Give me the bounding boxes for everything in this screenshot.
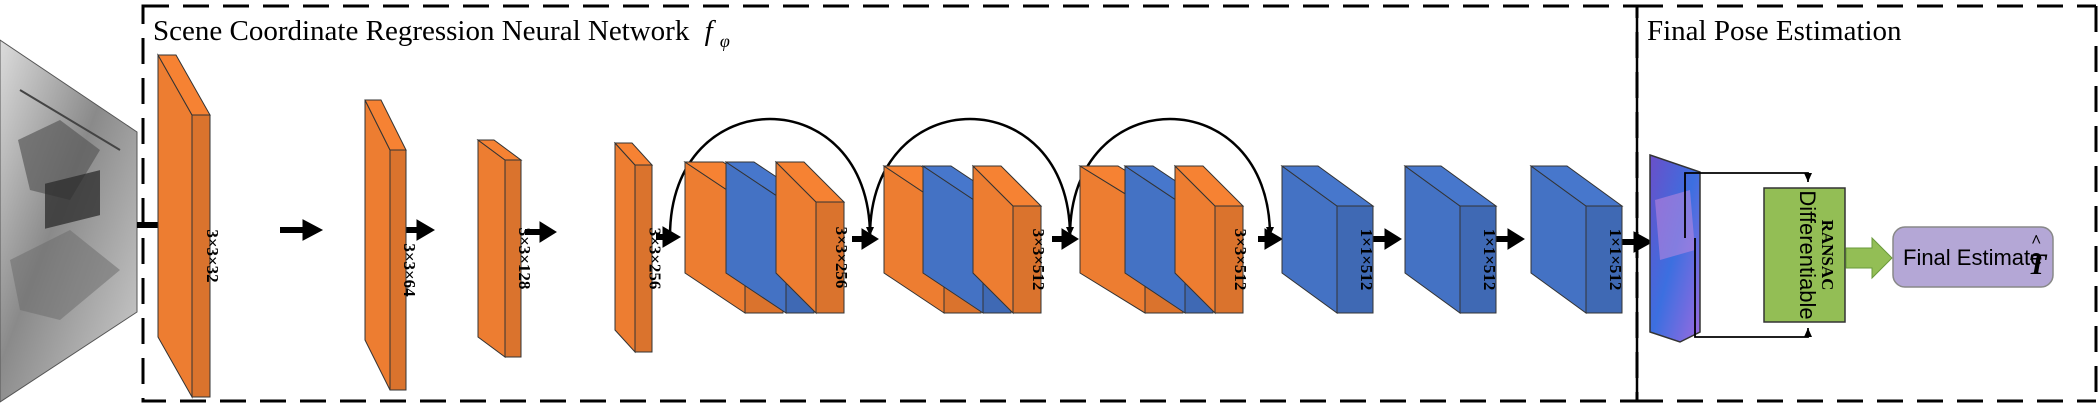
layer-block-15: 1×1×512 [1403, 165, 1499, 314]
layer-label: 3×3×512 [1231, 229, 1250, 291]
final-estimate-box: Final Estimate T ^ [1892, 226, 2054, 288]
layer-label: 1×1×512 [1480, 229, 1499, 291]
layer-label: 3×3×64 [400, 243, 419, 297]
pose-title: Final Pose Estimation [1647, 15, 1902, 47]
final-estimate-label: Final Estimate [1903, 245, 2042, 270]
layer-block-2: 3×3×64 [364, 99, 419, 391]
layer-block-14: 1×1×512 [1280, 165, 1376, 314]
layer-block-10: 3×3×512 [971, 164, 1048, 315]
pose-frame [1635, 4, 2098, 403]
layer-blocks: 3×3×323×3×643×3×1283×3×2563×3×2561×1×256… [157, 53, 1625, 399]
layer-block-3: 3×3×128 [476, 139, 534, 358]
final-estimate-symbol: T [2028, 248, 2048, 281]
ransac-inputs [1684, 172, 1812, 338]
network-symbol: f [705, 15, 717, 47]
layer-label: 3×3×256 [646, 228, 665, 290]
layer-label: 1×1×512 [1606, 229, 1625, 291]
network-title: Scene Coordinate Regression Neural Netwo… [153, 15, 730, 51]
output-arrow [1845, 236, 1893, 280]
layer-label: 3×3×32 [203, 229, 222, 282]
layer-block-16: 1×1×512 [1529, 165, 1625, 314]
final-estimate-hat: ^ [2031, 231, 2041, 251]
ransac-line2: RANSAC [1818, 220, 1837, 291]
ransac-box: Differentiable RANSAC [1763, 187, 1846, 323]
scene-coordinate-map [1649, 153, 1701, 343]
input-image [0, 39, 138, 403]
layer-label: 3×3×128 [515, 228, 534, 290]
layer-block-4: 3×3×256 [613, 141, 665, 354]
layer-block-13: 3×3×512 [1173, 164, 1250, 315]
ransac-line1: Differentiable [1795, 190, 1820, 319]
layer-label: 3×3×512 [1029, 229, 1048, 291]
layer-block-7: 3×3×256 [774, 160, 851, 315]
layer-block-1: 3×3×32 [157, 53, 222, 399]
layer-label: 1×1×512 [1357, 229, 1376, 291]
layer-label: 3×3×256 [832, 227, 851, 289]
network-symbol-sub: φ [720, 31, 730, 51]
